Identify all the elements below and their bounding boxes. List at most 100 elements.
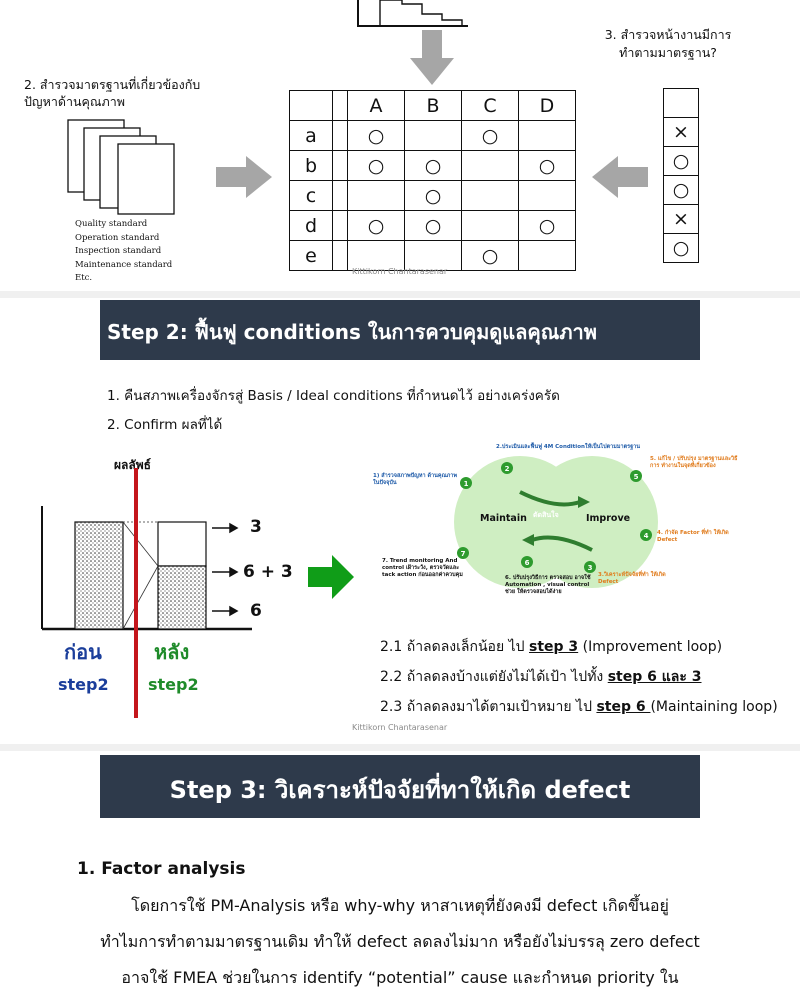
factor-analysis-line: โดยการใช้ PM-Analysis หรือ why-why หาสาเ… bbox=[131, 896, 669, 915]
step2-rule: 2.1 ถ้าลดลงเล็กน้อย ไป step 3 (Improveme… bbox=[380, 639, 723, 655]
right-arrow-icon bbox=[216, 156, 272, 198]
svg-text:4: 4 bbox=[644, 532, 649, 540]
matrix-cell: ○ bbox=[518, 150, 576, 181]
standard-item: Operation standard bbox=[75, 232, 160, 243]
svg-text:7: 7 bbox=[461, 550, 466, 558]
matrix-row-label: d bbox=[289, 210, 333, 241]
check-cell: ○ bbox=[663, 175, 699, 205]
standard-item: Maintenance standard bbox=[75, 259, 173, 270]
svg-text:6: 6 bbox=[525, 559, 530, 567]
factor-analysis-line: อาจใช้ FMEA ช่วยในการ identify “potentia… bbox=[121, 968, 679, 987]
matrix-cell: ○ bbox=[404, 150, 462, 181]
before-bar bbox=[74, 521, 124, 630]
maintain-improve-diagram: 1 2 5 4 3 6 7 Maintain Improve ตัดสินใจ 1) ส… bbox=[370, 440, 775, 620]
section-divider bbox=[0, 291, 800, 298]
after-label: หลัง bbox=[154, 640, 190, 664]
step2-rule: 2.2 ถ้าลดลงบ้างแต่ยังไม่ได้เป้า ไปทั้ง s… bbox=[380, 669, 702, 685]
check-cell: × bbox=[663, 204, 699, 234]
maintain-label: Maintain bbox=[480, 513, 527, 524]
section-divider bbox=[0, 744, 800, 751]
watermark: Kittikorn Chantarasenar bbox=[352, 267, 448, 276]
step2-title: Step 2: ฟื้นฟู conditions ในการควบคุมดูแ… bbox=[100, 300, 700, 360]
matrix-cell: ○ bbox=[347, 210, 405, 241]
step2-item: 2. Confirm ผลที่ได้ bbox=[107, 417, 223, 433]
check-column: × ○ ○ × ○ bbox=[663, 88, 699, 263]
cycle-note: 5. แก้ไข / ปรับปรุง มาตรฐานและวิธีการ ทำ… bbox=[650, 456, 738, 469]
left-arrow-icon bbox=[592, 156, 648, 198]
documents-stack-icon bbox=[67, 119, 175, 215]
matrix-cell: ○ bbox=[347, 120, 405, 151]
green-arrow-icon bbox=[308, 555, 354, 599]
factor-analysis-line: ทำไมการทำตามมาตรฐานเดิม ทำให้ defect ลดล… bbox=[100, 932, 700, 951]
matrix-cell bbox=[461, 210, 519, 241]
standard-item: Inspection standard bbox=[75, 246, 162, 256]
level-label: 6 + 3 bbox=[243, 562, 293, 582]
step3-title: Step 3: วิเคราะห์ปัจจัยที่ทาให้เกิด defe… bbox=[100, 755, 700, 818]
matrix-cell: ○ bbox=[461, 120, 519, 151]
matrix-cell: ○ bbox=[461, 240, 519, 271]
matrix-row-label: a bbox=[289, 120, 333, 151]
svg-text:3: 3 bbox=[588, 564, 593, 572]
check-cell: ○ bbox=[663, 233, 699, 263]
matrix-cell bbox=[404, 240, 462, 271]
svg-text:5: 5 bbox=[634, 473, 639, 481]
cycle-note: 7. Trend monitoring And control เฝ้าระวั… bbox=[382, 558, 463, 578]
cycle-note: 6. ปรับปรุงวิธีการ ตรวจสอบ อาจใช้ Automa… bbox=[505, 575, 591, 595]
down-arrow-icon bbox=[410, 30, 454, 85]
matrix-cell: ○ bbox=[518, 210, 576, 241]
after-bar-bottom bbox=[157, 565, 207, 630]
standards-list: Quality standard Operation standard Insp… bbox=[75, 218, 172, 286]
check-cell: × bbox=[663, 117, 699, 147]
svg-text:2: 2 bbox=[505, 465, 510, 473]
matrix-cell: ○ bbox=[404, 210, 462, 241]
standards-label: 2. สำรวจมาตรฐานที่เกี่ยวข้องกับ ปัญหาด้า… bbox=[24, 77, 201, 109]
matrix-cell bbox=[518, 120, 576, 151]
matrix-cell bbox=[461, 150, 519, 181]
cycle-note: 2.ประเมินและฟื้นฟู 4M Conditionให้เป็นไป… bbox=[496, 444, 640, 450]
matrix-row: d ○ ○ ○ bbox=[289, 210, 576, 241]
after-bar-top bbox=[157, 521, 207, 567]
after-step-label: step2 bbox=[148, 675, 199, 694]
standard-item: Etc. bbox=[75, 273, 93, 283]
top-chart-fragment-icon bbox=[357, 0, 468, 27]
improve-label: Improve bbox=[586, 513, 631, 524]
matrix-col-header: B bbox=[404, 90, 462, 121]
matrix-cell bbox=[518, 240, 576, 271]
check-label: 3. สำรวจหน้างานมีการ ทำตามมาตรฐาน? bbox=[604, 27, 732, 60]
svg-text:1: 1 bbox=[464, 480, 469, 488]
matrix-col-header: C bbox=[461, 90, 519, 121]
standard-item: Quality standard bbox=[75, 219, 148, 229]
standards-matrix: A B C D a ○ ○ b ○ ○ ○ c ○ d ○ bbox=[289, 90, 576, 271]
matrix-cell bbox=[347, 180, 405, 211]
matrix-cell: ○ bbox=[404, 180, 462, 211]
factor-analysis-heading: 1. Factor analysis bbox=[77, 859, 246, 879]
matrix-cell bbox=[461, 180, 519, 211]
watermark: Kittikorn Chantarasenar bbox=[352, 723, 448, 732]
matrix-row-label: e bbox=[289, 240, 333, 271]
before-label: ก่อน bbox=[64, 640, 102, 664]
matrix-cell bbox=[518, 180, 576, 211]
matrix-row-label: b bbox=[289, 150, 333, 181]
improve-circle bbox=[526, 456, 658, 588]
matrix-header-row: A B C D bbox=[289, 90, 576, 121]
decide-label: ตัดสินใจ bbox=[533, 511, 559, 519]
result-label: ผลลัพธ์ bbox=[114, 458, 151, 472]
level-label: 6 bbox=[250, 601, 262, 621]
matrix-col-header: A bbox=[347, 90, 405, 121]
before-step-label: step2 bbox=[58, 675, 109, 694]
cycle-note: 4. กำจัด Factor ที่ทำ ให้เกิด Defect bbox=[657, 530, 729, 543]
matrix-row: b ○ ○ ○ bbox=[289, 150, 576, 181]
level-label: 3 bbox=[250, 517, 262, 537]
matrix-cell: ○ bbox=[347, 150, 405, 181]
before-after-chart bbox=[41, 468, 252, 718]
matrix-row: a ○ ○ bbox=[289, 120, 576, 151]
matrix-row: e ○ bbox=[289, 240, 576, 271]
step2-rule: 2.3 ถ้าลดลงมาได้ตามเป้าหมาย ไป step 6 (M… bbox=[380, 699, 778, 715]
step2-item: 1. คืนสภาพเครื่องจักรสู่ Basis / Ideal c… bbox=[107, 388, 560, 404]
check-cell: ○ bbox=[663, 146, 699, 176]
matrix-row-label: c bbox=[289, 180, 333, 211]
matrix-cell bbox=[404, 120, 462, 151]
matrix-cell bbox=[347, 240, 405, 271]
cycle-note: 1) สำรวจสภาพปัญหา ด้านคุณภาพในปัจจุบัน bbox=[373, 473, 458, 486]
matrix-col-header: D bbox=[518, 90, 576, 121]
